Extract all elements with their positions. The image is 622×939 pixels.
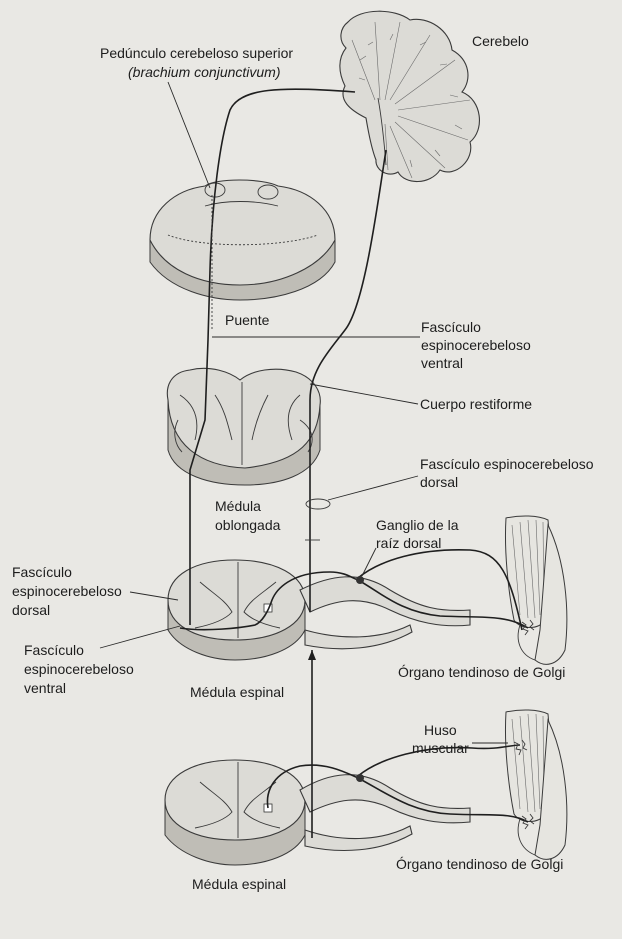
- tract-lines: [179, 88, 535, 838]
- label-medula-oblongada-2: oblongada: [215, 517, 281, 533]
- label-fasciculo-dorsal-left-2: espinocerebeloso: [12, 583, 122, 599]
- label-fasciculo-ventral-right-2: espinocerebeloso: [421, 337, 531, 353]
- label-fasciculo-ventral-right-1: Fascículo: [421, 319, 481, 335]
- cerebellum-drawing: [339, 10, 480, 183]
- label-fasciculo-ventral-left-1: Fascículo: [24, 642, 84, 658]
- pons-section: [149, 179, 336, 301]
- text-labels: Cerebelo Pedúnculo cerebeloso superior (…: [12, 33, 594, 892]
- label-organo-golgi-top: Órgano tendinoso de Golgi: [398, 664, 565, 680]
- label-fasciculo-ventral-right-3: ventral: [421, 355, 463, 371]
- label-huso-1: Huso: [424, 722, 457, 738]
- spinal-cord-upper-section: [167, 559, 471, 661]
- muscle-upper: [504, 515, 568, 665]
- label-ganglio-1: Ganglio de la: [376, 517, 459, 533]
- spinal-cord-lower-section: [164, 759, 471, 866]
- label-medula-espinal-top: Médula espinal: [190, 684, 284, 700]
- label-organo-golgi-bottom: Órgano tendinoso de Golgi: [396, 856, 563, 872]
- label-fasciculo-dorsal-right-2: dorsal: [420, 474, 458, 490]
- label-pedunculo-2: (brachium conjunctivum): [128, 64, 281, 80]
- label-pedunculo-1: Pedúnculo cerebeloso superior: [100, 45, 293, 61]
- label-puente: Puente: [225, 312, 270, 328]
- label-ganglio-2: raíz dorsal: [376, 535, 441, 551]
- label-cuerpo-restiforme: Cuerpo restiforme: [420, 396, 532, 412]
- label-fasciculo-dorsal-left-1: Fascículo: [12, 564, 72, 580]
- label-fasciculo-dorsal-right-1: Fascículo espinocerebeloso: [420, 456, 594, 472]
- dorsal-spinocerebellar-tract: [179, 571, 359, 631]
- label-huso-2: muscular: [412, 740, 469, 756]
- ventral-spinocerebellar-tract: [189, 88, 356, 625]
- label-fasciculo-ventral-left-2: espinocerebeloso: [24, 661, 134, 677]
- muscle-lower: [504, 709, 568, 860]
- label-fasciculo-dorsal-left-3: dorsal: [12, 602, 50, 618]
- leader-lines: [99, 81, 508, 744]
- label-medula-espinal-bottom: Médula espinal: [192, 876, 286, 892]
- label-fasciculo-ventral-left-3: ventral: [24, 680, 66, 696]
- label-medula-oblongada-1: Médula: [215, 498, 261, 514]
- label-cerebelo: Cerebelo: [472, 33, 529, 49]
